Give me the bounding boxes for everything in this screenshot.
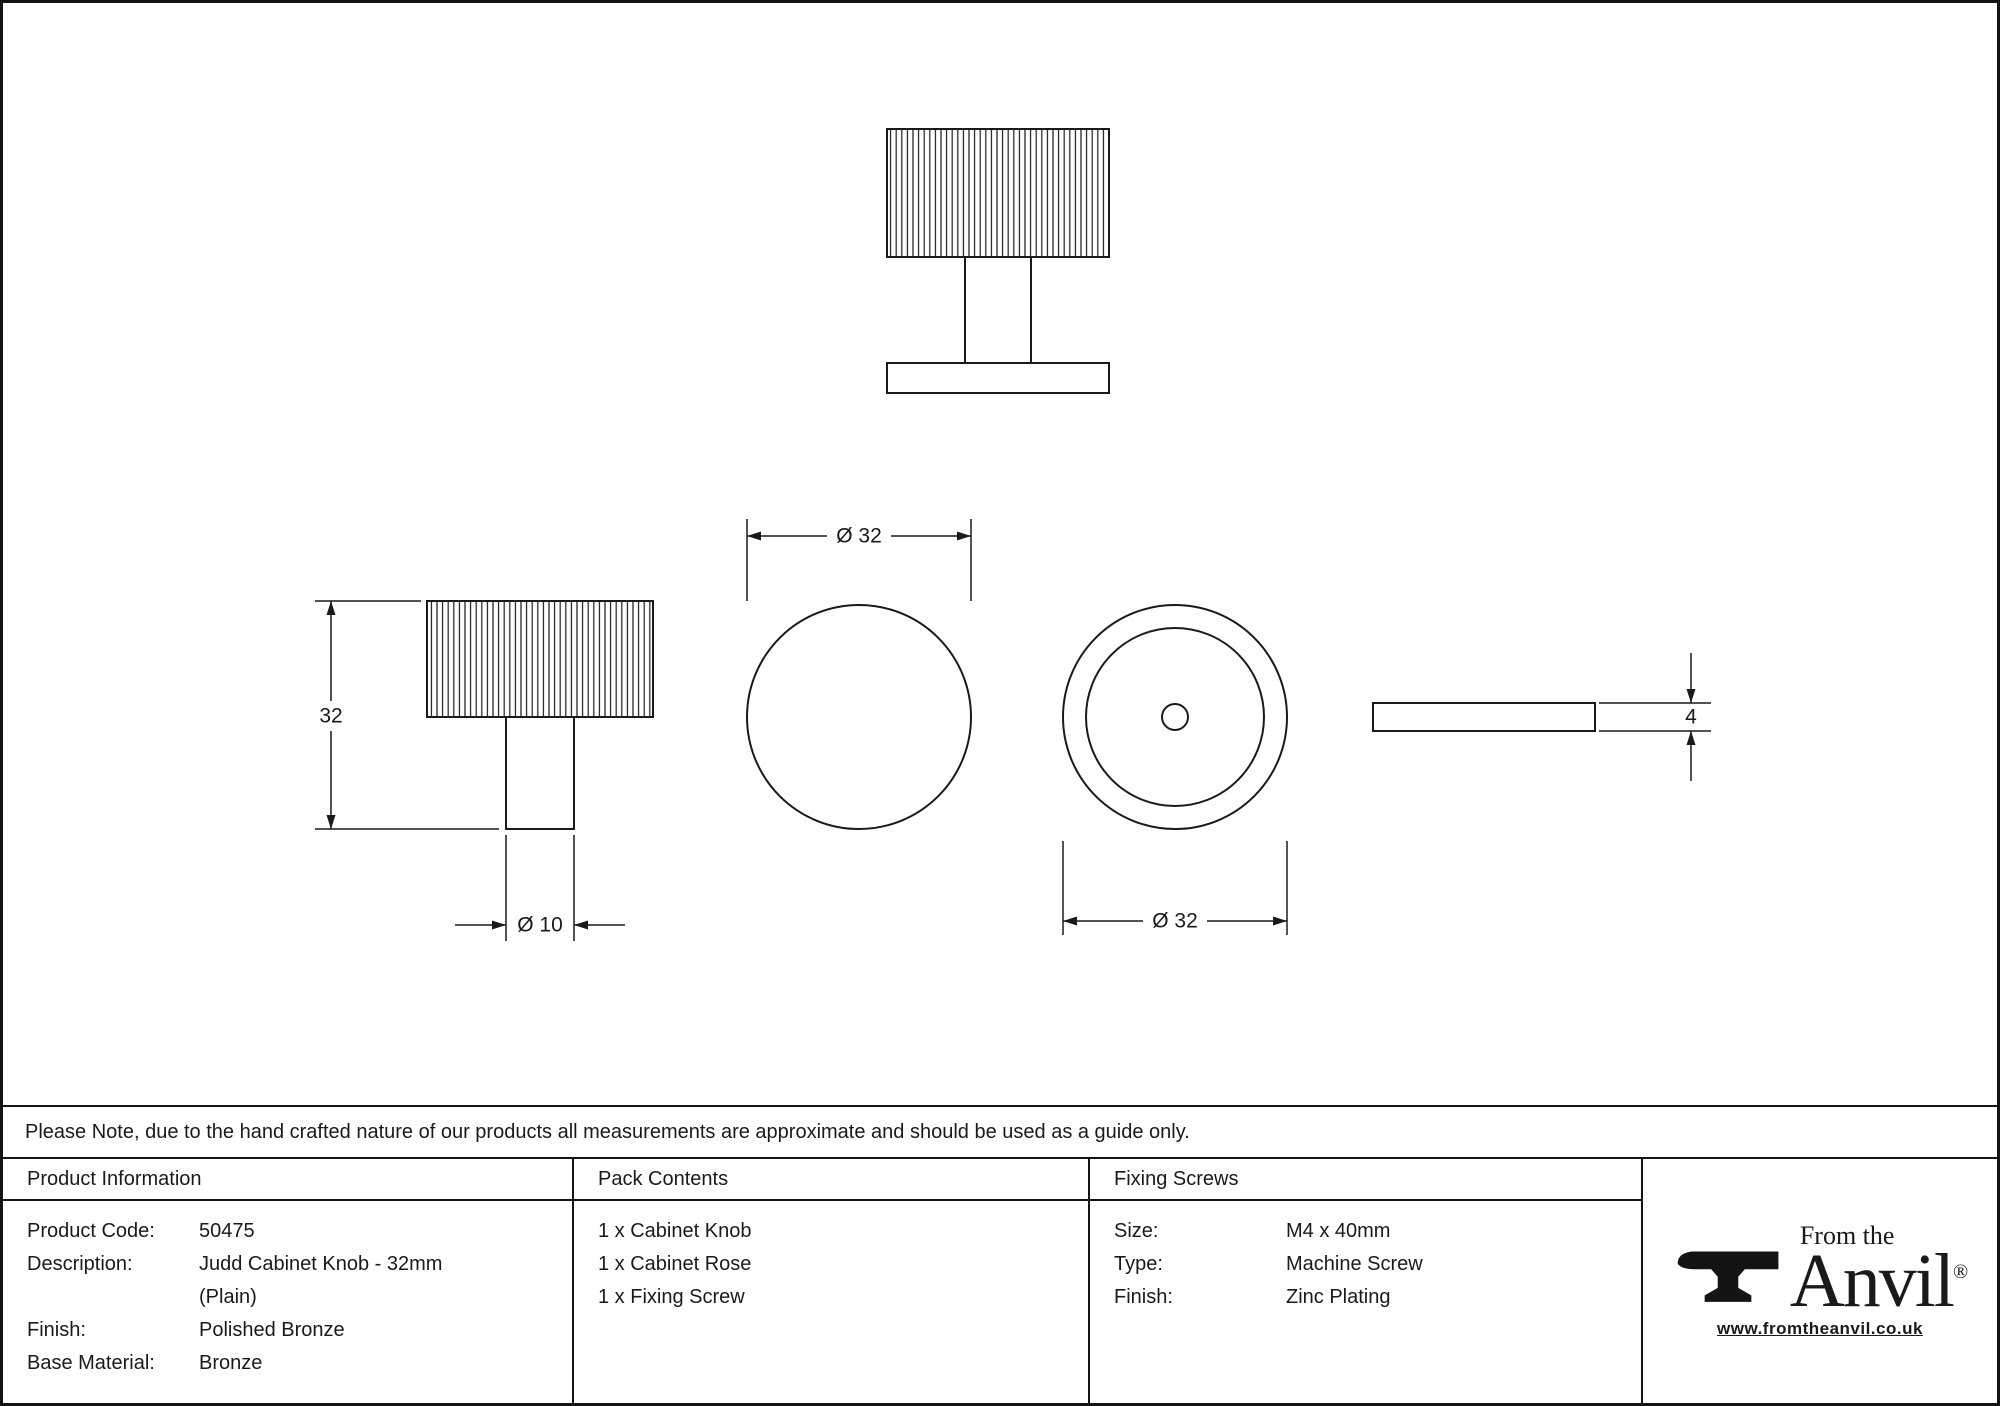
brand-logo: From the Anvil® www.fromtheanvil.co.uk xyxy=(1672,1220,1969,1340)
front-diameter-label: Ø 32 xyxy=(836,525,882,548)
logo-brand-word: Anvil xyxy=(1789,1238,1955,1323)
arrow-up-icon xyxy=(326,601,336,615)
row-label: Description: xyxy=(27,1253,133,1275)
row-value: Zinc Plating xyxy=(1286,1286,1391,1308)
pack-contents-header: Pack Contents xyxy=(574,1159,1088,1201)
product-info-header: Product Information xyxy=(3,1159,572,1201)
product-info-body: Product Code: 50475 Description: Judd Ca… xyxy=(3,1201,572,1380)
rose-profile-view: 4 xyxy=(1372,653,1711,781)
stem-diameter-label: Ø 10 xyxy=(517,914,563,937)
pack-contents-body: 1 x Cabinet Knob 1 x Cabinet Rose 1 x Fi… xyxy=(574,1201,1088,1314)
arrow-down-icon xyxy=(326,815,336,829)
side-view-fluted-knob xyxy=(426,600,654,718)
thickness-label: 4 xyxy=(1685,706,1697,729)
product-info-column: Product Information Product Code: 50475 … xyxy=(3,1159,574,1403)
drawing-area: 32 Ø 10 xyxy=(3,3,1997,1105)
row-label: Product Code: xyxy=(27,1220,155,1242)
assembly-stem xyxy=(964,256,1032,364)
assembly-fluted-knob xyxy=(886,128,1110,258)
rose-outer-circle xyxy=(1062,604,1288,830)
rose-back-view: Ø 32 xyxy=(1062,604,1288,936)
back-diameter-label: Ø 32 xyxy=(1152,910,1198,933)
logo-from-the: From the xyxy=(1799,1220,1895,1250)
logo-brand-name: Anvil® xyxy=(1790,1243,1969,1319)
knob-side-view: 32 Ø 10 xyxy=(307,600,654,941)
row-value: Judd Cabinet Knob - 32mm xyxy=(199,1253,443,1275)
row-label: Finish: xyxy=(1114,1286,1173,1308)
pack-contents-column: Pack Contents 1 x Cabinet Knob 1 x Cabin… xyxy=(574,1159,1090,1403)
rose-profile-rect xyxy=(1372,702,1596,732)
fixing-screws-body: Size: M4 x 40mm Type: Machine Screw Fini… xyxy=(1090,1201,1641,1314)
note-bar: Please Note, due to the hand crafted nat… xyxy=(3,1105,1997,1157)
logo-website: www.fromtheanvil.co.uk xyxy=(1717,1319,1923,1339)
arrow-left-icon xyxy=(1063,916,1077,926)
note-text: Please Note, due to the hand crafted nat… xyxy=(25,1120,1190,1143)
height-dimension-label: 32 xyxy=(319,705,342,728)
list-item: 1 x Cabinet Knob xyxy=(598,1220,752,1242)
list-item: 1 x Cabinet Rose xyxy=(598,1253,752,1275)
row-label xyxy=(27,1281,199,1314)
arrow-right-icon xyxy=(957,531,971,541)
row-label: Base Material: xyxy=(27,1352,155,1374)
rose-inner-circle xyxy=(1085,627,1265,807)
brand-logo-cell: From the Anvil® www.fromtheanvil.co.uk xyxy=(1643,1159,1997,1403)
table-row: Description: Judd Cabinet Knob - 32mm xyxy=(27,1248,562,1281)
spec-table: Product Information Product Code: 50475 … xyxy=(3,1157,1997,1403)
row-label: Type: xyxy=(1114,1253,1163,1275)
arrow-down-icon xyxy=(1686,689,1696,703)
arrow-right-icon xyxy=(492,920,506,930)
knob-front-view: Ø 32 xyxy=(746,519,972,830)
row-value: Polished Bronze xyxy=(199,1319,345,1341)
fixing-hole xyxy=(1161,703,1189,731)
logo-row: From the Anvil® xyxy=(1672,1220,1969,1319)
assembly-elevation-view xyxy=(886,128,1110,394)
row-value: Bronze xyxy=(199,1352,263,1374)
arrow-right-icon xyxy=(1273,916,1287,926)
table-row: Type: Machine Screw xyxy=(1114,1248,1631,1281)
dim-label-bg xyxy=(827,521,891,551)
table-row: Finish: Zinc Plating xyxy=(1114,1281,1631,1314)
arrow-left-icon xyxy=(574,920,588,930)
row-value: M4 x 40mm xyxy=(1286,1220,1391,1242)
fixing-screws-header: Fixing Screws xyxy=(1090,1159,1641,1201)
row-value: Machine Screw xyxy=(1286,1253,1423,1275)
table-row: (Plain) xyxy=(27,1281,562,1314)
dim-label-bg xyxy=(307,701,355,731)
row-value: (Plain) xyxy=(199,1286,257,1308)
table-row: Size: M4 x 40mm xyxy=(1114,1215,1631,1248)
row-label: Finish: xyxy=(27,1319,86,1341)
dim-label-bg xyxy=(511,911,569,939)
row-label: Size: xyxy=(1114,1220,1159,1242)
table-row: Finish: Polished Bronze xyxy=(27,1314,562,1347)
fixing-screws-column: Fixing Screws Size: M4 x 40mm Type: Mach… xyxy=(1090,1159,1643,1403)
arrow-up-icon xyxy=(1686,731,1696,745)
front-view-circle xyxy=(746,604,972,830)
assembly-rose-plate xyxy=(886,362,1110,394)
logo-text: From the Anvil® xyxy=(1790,1220,1969,1319)
dim-label-bg xyxy=(1680,706,1702,728)
side-view-stem xyxy=(505,716,575,830)
dim-label-bg xyxy=(1143,906,1207,936)
technical-drawing: 32 Ø 10 xyxy=(307,128,1711,941)
anvil-icon xyxy=(1677,1251,1779,1303)
row-value: 50475 xyxy=(199,1220,255,1242)
list-item: 1 x Fixing Screw xyxy=(598,1286,745,1308)
table-row: Product Code: 50475 xyxy=(27,1215,562,1248)
arrow-left-icon xyxy=(747,531,761,541)
table-row: Base Material: Bronze xyxy=(27,1347,562,1380)
registered-mark: ® xyxy=(1952,1260,1969,1283)
